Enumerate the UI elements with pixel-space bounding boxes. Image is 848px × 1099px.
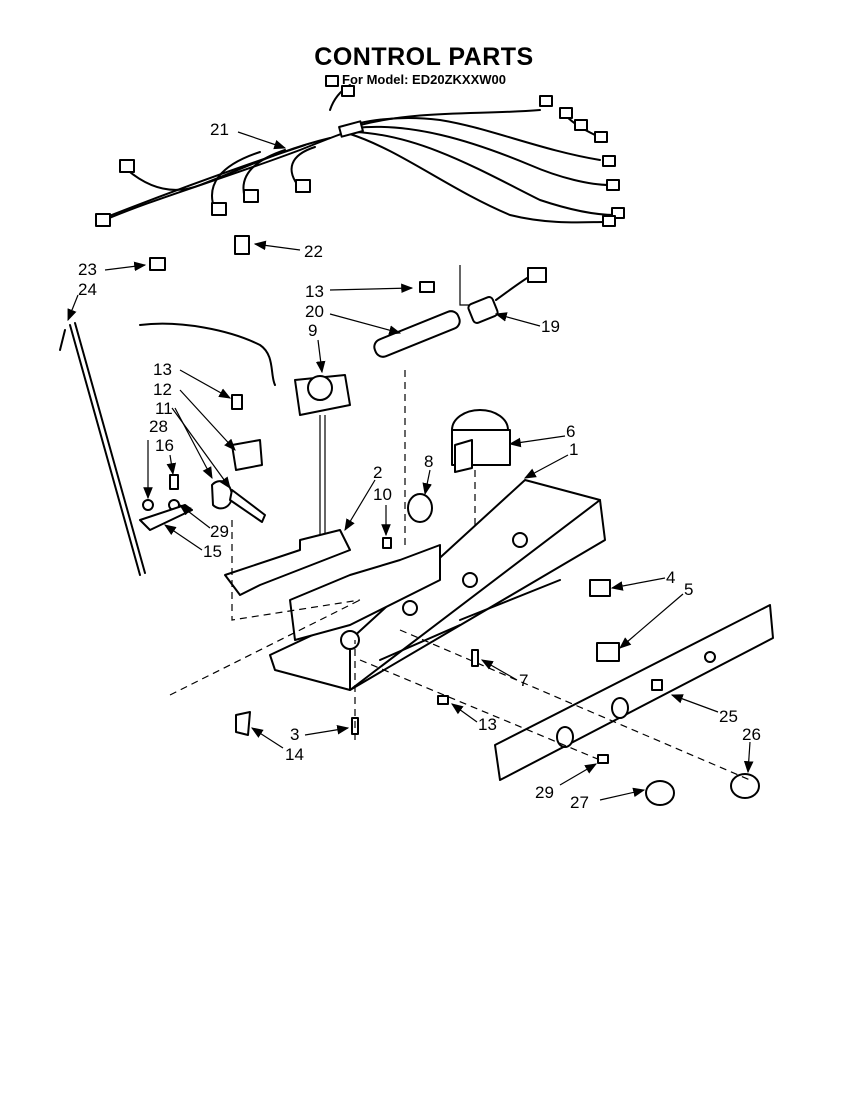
callout-22: 23 xyxy=(78,260,97,279)
control-housing xyxy=(269,479,606,691)
spring-28 xyxy=(597,754,609,764)
callout-25: 25 xyxy=(719,707,738,726)
callout-13-bottom: 13 xyxy=(478,715,497,734)
diagram-subtitle: For Model: ED20ZKXXW00 xyxy=(342,72,506,87)
callout-29: 29 xyxy=(210,522,229,541)
callout-16: 16 xyxy=(155,436,174,455)
callout-8: 8 xyxy=(424,452,433,471)
callout-9: 9 xyxy=(308,321,317,340)
light-socket xyxy=(407,493,433,523)
callout-28: 29 xyxy=(535,783,554,802)
switch-5 xyxy=(596,642,620,662)
callout-1: 1 xyxy=(569,440,578,459)
callout-13-top: 13 xyxy=(305,282,324,301)
knob-26 xyxy=(730,773,760,799)
callout-17: 19 xyxy=(541,317,560,336)
callout-11: 11 xyxy=(155,399,173,418)
callout-labels: 21 22 23 24 13 20 9 19 13 12 11 28 16 29… xyxy=(78,120,761,812)
callout-2: 2 xyxy=(373,463,382,482)
control-rod xyxy=(59,322,146,576)
callout-21: 22 xyxy=(304,242,323,261)
callout-13-left: 13 xyxy=(153,360,172,379)
callout-20: 21 xyxy=(210,120,229,139)
clip-14 xyxy=(235,711,251,736)
callout-10: 10 xyxy=(373,485,392,504)
diagram-title: CONTROL PARTS xyxy=(314,43,534,71)
callout-5: 5 xyxy=(684,580,693,599)
callout-6: 6 xyxy=(566,422,575,441)
callout-24: 28 xyxy=(149,417,168,436)
defrost-timer xyxy=(451,409,511,473)
screw-10 xyxy=(382,537,392,549)
callout-12: 12 xyxy=(153,380,172,399)
screw-7 xyxy=(471,649,479,667)
control-panel xyxy=(494,604,774,781)
sensor-assembly xyxy=(373,265,547,358)
callout-14: 14 xyxy=(285,745,304,764)
knob-27 xyxy=(645,780,675,806)
bracket xyxy=(224,529,351,596)
callout-3: 3 xyxy=(290,725,299,744)
callout-27: 27 xyxy=(570,793,589,812)
callout-4: 4 xyxy=(666,568,675,587)
callout-26: 26 xyxy=(742,725,761,744)
wiring-harness xyxy=(95,75,625,227)
callout-19: 20 xyxy=(305,302,324,321)
leader-lines xyxy=(67,131,754,801)
clip-22 xyxy=(149,257,166,271)
callout-15: 15 xyxy=(203,542,222,561)
switch-4 xyxy=(589,579,611,597)
clip-21 xyxy=(234,235,250,255)
explode-lines xyxy=(169,370,751,781)
callout-7: 7 xyxy=(519,671,528,690)
screw-13 xyxy=(437,695,449,705)
callout-23: 24 xyxy=(78,280,97,299)
